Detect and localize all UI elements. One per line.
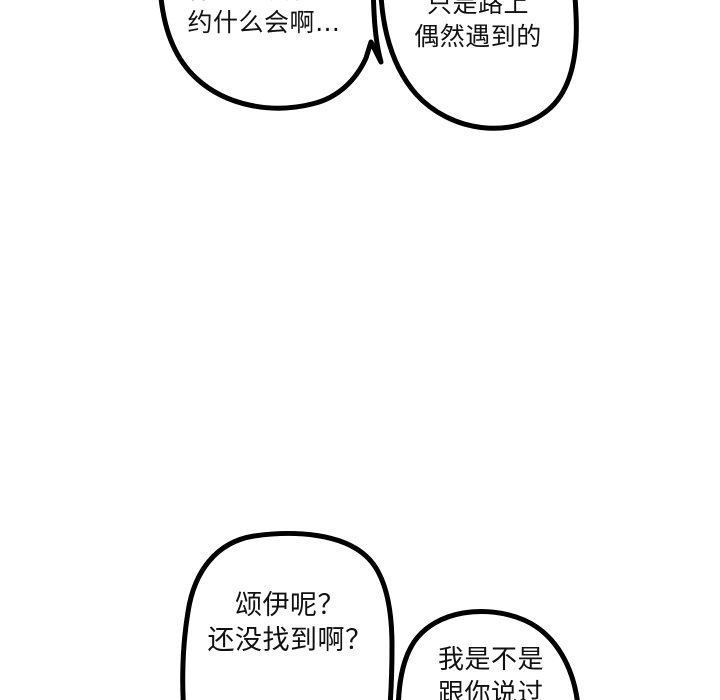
speech-bubble-top-left-text: 什么也没有的 约什么会啊… [160,0,368,39]
dialogue-line: 偶然遇到的 [414,21,542,51]
dialogue-line: 什么也没有的 [160,0,368,7]
speech-bubble-bottom-right-outline [396,608,580,700]
dialogue-line: 颂伊呢？ [235,590,345,621]
speech-bubble-top-left-outline [158,0,384,111]
speech-bubble-top-right-text: 只是路上 偶然遇到的 [386,0,570,53]
dialogue-line: 只是路上 [426,0,529,18]
speech-bubble-bottom-right-text: 我是不是 跟你说过 [412,644,570,700]
dialogue-line: 我是不是 [437,645,544,675]
speech-bubble-top-right-outline [378,0,579,131]
speech-bubble-bottom-left-text: 颂伊呢？ 还没找到啊？ [192,588,388,658]
dialogue-line: 还没找到啊？ [207,625,373,657]
dialogue-line: 跟你说过 [437,678,544,700]
dialogue-line: 约什么会啊… [187,7,341,37]
speech-bubble-bottom-left-outline [180,531,395,700]
